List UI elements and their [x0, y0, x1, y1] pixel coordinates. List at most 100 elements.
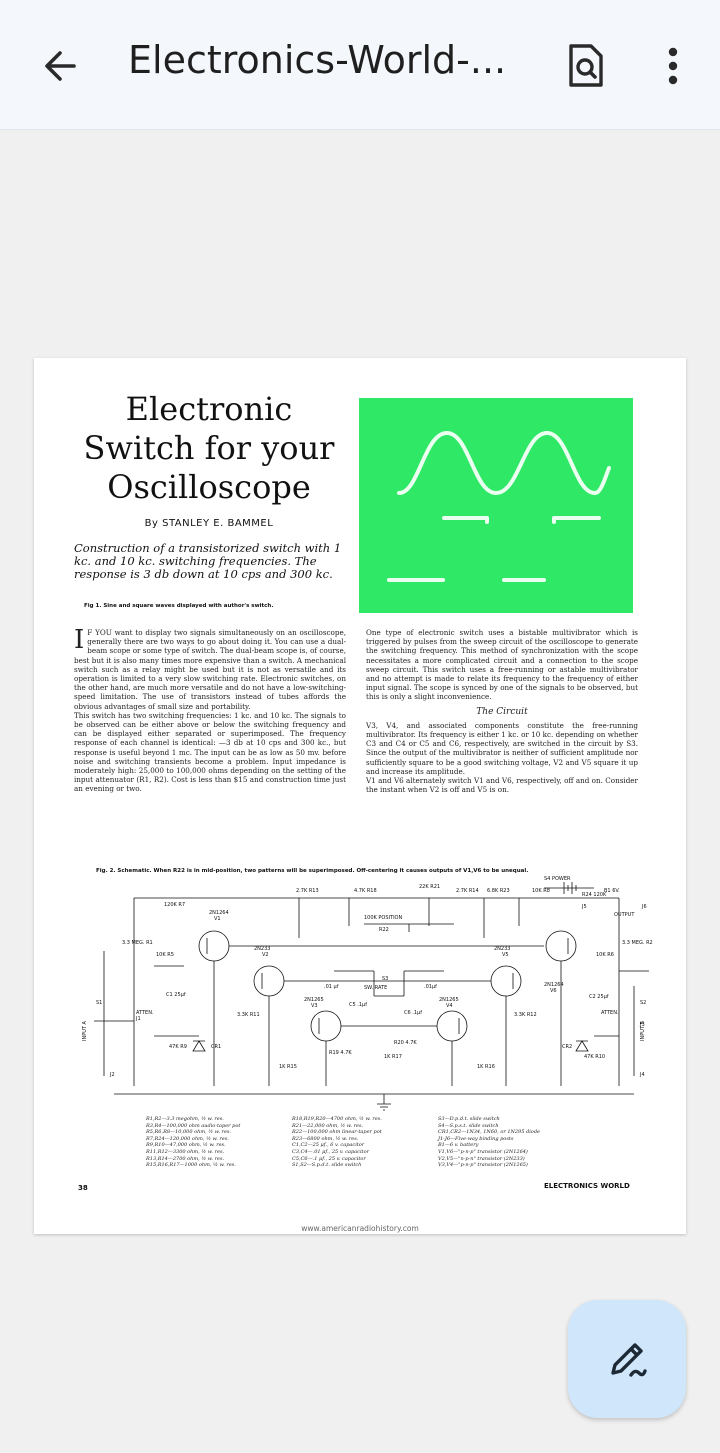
- capacitor-label: C5 .1μf: [349, 1002, 367, 1008]
- transistor-ref: V3: [311, 1003, 318, 1009]
- circuit-schematic: 2N1264 V1 2N233 V2 2N1265 V3 2N1265 V4 2…: [82, 876, 653, 1111]
- resistor-label: R20 4.7K: [394, 1040, 417, 1046]
- oscilloscope-photo: [359, 398, 633, 613]
- resistor-label: 10K R8: [532, 888, 550, 894]
- capacitor-label: .01μf: [424, 984, 437, 990]
- article-subtitle: Construction of a transistorized switch …: [74, 541, 342, 581]
- parts-list-column: S3—D.p.d.t. slide switch S4—S.p.s.t. sli…: [438, 1116, 608, 1169]
- transistor-label: 2N233: [494, 946, 510, 952]
- transistor-label: 2N233: [254, 946, 270, 952]
- document-page[interactable]: Electronic Switch for your Oscilloscope …: [34, 358, 686, 1234]
- paragraph: One type of electronic switch uses a bis…: [366, 628, 638, 702]
- document-title: Electronics-World-...: [128, 38, 507, 82]
- resistor-label: 47K R10: [584, 1054, 605, 1060]
- parts-list-item: R15,R16,R17—1000 ohm, ½ w. res.: [146, 1162, 236, 1169]
- parts-list-item: R13,R14—2700 ohm, ½ w. res.: [146, 1155, 225, 1162]
- article-column-right: One type of electronic switch uses a bis…: [366, 628, 638, 794]
- parts-list-item: S4—S.p.s.t. slide switch: [438, 1122, 499, 1129]
- parts-list-item: R7,R24—120,000 ohm, ½ w. res.: [146, 1135, 229, 1142]
- parts-list-item: R3,R4—100,000 ohm audio-taper pot: [146, 1122, 241, 1129]
- parts-list-item: V2,V5—"n-p-n" transistor (2N233): [438, 1155, 525, 1162]
- jack-label: J3: [639, 1022, 645, 1028]
- transistor-label: 2N1264: [209, 910, 229, 916]
- diode-label: CR2: [562, 1044, 572, 1050]
- resistor-label: 3.3 MEG. R1: [122, 940, 153, 946]
- parts-list-item: V1,V6—"p-n-p" transistor (2N1264): [438, 1148, 528, 1155]
- output-label: OUTPUT: [614, 912, 635, 918]
- resistor-label: 10K R6: [596, 952, 614, 958]
- attenuator-label: ATTEN.: [136, 1010, 154, 1016]
- switch-label: S2: [640, 1000, 646, 1006]
- transistor-ref: V2: [262, 952, 269, 958]
- transistor-label: 2N1265: [304, 997, 324, 1003]
- resistor-label: 6.8K R23: [487, 888, 510, 894]
- parts-list-item: B1—6 v. battery: [438, 1142, 479, 1149]
- app-bar: Electronics-World-...: [0, 0, 720, 130]
- j5-label: J5: [581, 904, 587, 910]
- jack-label: J4: [639, 1072, 645, 1078]
- figure-2-caption: Fig. 2. Schematic. When R22 is in mid-po…: [96, 868, 529, 874]
- power-switch-label: S4 POWER: [544, 876, 571, 882]
- arrow-left-icon: [45, 51, 76, 81]
- edit-fab-button[interactable]: [568, 1300, 686, 1418]
- resistor-label: 1K R15: [279, 1064, 297, 1070]
- parts-list-item: C5,C6—.1 μf., 25 v. capacitor: [292, 1155, 366, 1162]
- input-b-label: INPUT B: [640, 1020, 646, 1041]
- parts-list-item: CR1,CR2—1N34, 1N60, or 1N295 diode: [438, 1129, 540, 1136]
- switch-label: S1: [96, 1000, 102, 1006]
- resistor-label: 2.7K R14: [456, 888, 479, 894]
- parts-list-column: R1,R2—3.3 megohm, ½ w. res. R3,R4—100,00…: [146, 1116, 296, 1169]
- parts-list-item: R1,R2—3.3 megohm, ½ w. res.: [146, 1116, 224, 1122]
- article-headline: Electronic Switch for your Oscilloscope: [83, 390, 335, 506]
- resistor-label: 3.3 MEG. R2: [622, 940, 653, 946]
- resistor-label: 10K R5: [156, 952, 174, 958]
- position-pot-label: 100K POSITION: [364, 915, 402, 921]
- parts-list-item: C1,C2—25 μf., 6 v. capacitor: [292, 1142, 365, 1149]
- more-vert-icon: [668, 47, 678, 85]
- parts-list-item: R21—22,000 ohm, ½ w. res.: [292, 1122, 364, 1129]
- resistor-label: 47K R9: [169, 1044, 187, 1050]
- parts-list-item: R5,R6,R8—10,000 ohm, ½ w. res.: [146, 1129, 232, 1136]
- resistor-label: R19 4.7K: [329, 1050, 352, 1056]
- capacitor-label: C1 25μf: [166, 992, 186, 998]
- resistor-label: 4.7K R18: [354, 888, 377, 894]
- figure-1-caption: Fig 1. Sine and square waves displayed w…: [84, 603, 274, 609]
- transistor-label: 2N1265: [439, 997, 459, 1003]
- r22-label: R22: [379, 927, 389, 933]
- resistor-label: 22K R21: [419, 884, 440, 890]
- transistor-ref: V1: [214, 916, 221, 922]
- s3-label: S3: [382, 976, 388, 982]
- capacitor-label: .01 μf: [324, 984, 339, 990]
- waveform-graphic: [387, 430, 611, 582]
- parts-list-item: C3,C4—.01 μf., 25 v. capacitor: [292, 1148, 369, 1155]
- parts-list-item: S3—D.p.d.t. slide switch: [438, 1116, 500, 1122]
- jack-label: J1: [135, 1016, 141, 1022]
- parts-list-item: R9,R10—47,000 ohm, ½ w. res.: [146, 1142, 226, 1149]
- section-heading: The Circuit: [476, 706, 528, 717]
- paragraph: V1 and V6 alternately switch V1 and V6, …: [366, 776, 638, 795]
- parts-list-item: V3,V4—"p-n-p" transistor (2N1265): [438, 1162, 528, 1169]
- search-document-button[interactable]: [560, 40, 610, 92]
- switch-rate-label: SW. RATE: [364, 985, 387, 991]
- resistor-label: 2.7K R13: [296, 888, 319, 894]
- transistor-ref: V5: [502, 952, 509, 958]
- paragraph: F YOU want to display two signals simult…: [74, 628, 346, 711]
- resistor-label: R24 120K: [582, 892, 607, 898]
- battery-label: B1 6V.: [604, 888, 620, 894]
- parts-list-column: R18,R19,R20—4700 ohm, ½ w. res. R21—22,0…: [292, 1116, 442, 1169]
- more-options-button[interactable]: [650, 40, 696, 92]
- capacitor-label: C6 .1μf: [404, 1010, 422, 1016]
- document-search-icon: [569, 44, 603, 87]
- resistor-label: 3.3K R12: [514, 1012, 537, 1018]
- article-column-left: I F YOU want to display two signals simu…: [74, 627, 346, 794]
- back-button[interactable]: [34, 40, 86, 92]
- parts-list-item: R11,R12—3300 ohm, ½ w. res.: [146, 1148, 225, 1155]
- resistor-label: 120K R7: [164, 902, 185, 908]
- parts-list-item: S1,S2—S.p.d.t. slide switch: [292, 1162, 362, 1169]
- attenuator-label: ATTEN.: [601, 1010, 619, 1016]
- parts-list-item: R22—100,000 ohm linear-taper pot: [292, 1129, 382, 1136]
- capacitor-label: C2 25μf: [589, 994, 609, 1000]
- article-byline: By STANLEY E. BAMMEL: [144, 518, 274, 529]
- transistor-label: 2N1264: [544, 982, 564, 988]
- resistor-label: 1K R16: [477, 1064, 495, 1070]
